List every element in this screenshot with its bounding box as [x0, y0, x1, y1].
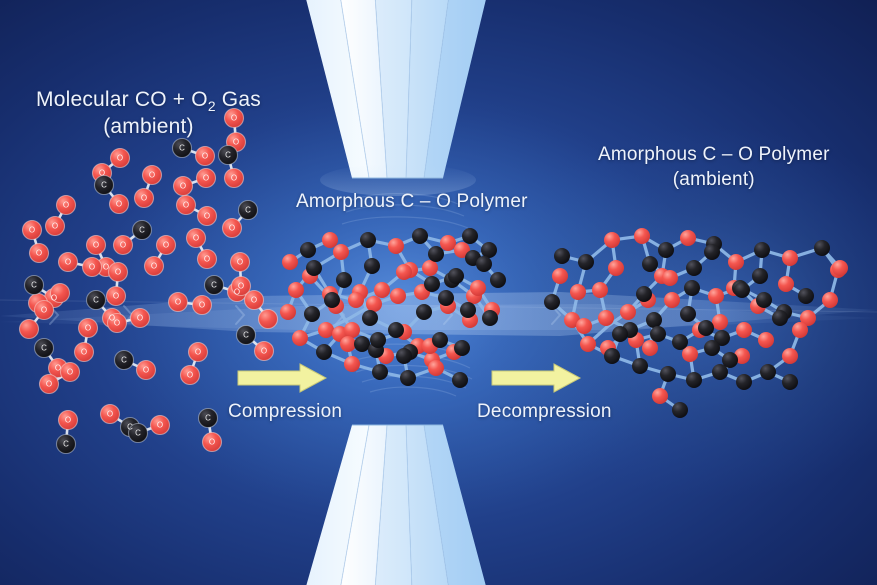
- svg-text:C: C: [127, 423, 133, 432]
- svg-text:O: O: [261, 347, 267, 356]
- svg-text:O: O: [115, 268, 121, 277]
- svg-text:O: O: [231, 174, 237, 183]
- decompression-arrow: [491, 363, 582, 393]
- svg-text:O: O: [46, 380, 52, 389]
- svg-text:O: O: [251, 296, 257, 305]
- svg-text:C: C: [211, 281, 217, 290]
- svg-text:O: O: [103, 263, 109, 272]
- svg-text:O: O: [117, 154, 123, 163]
- compressed-polymer-cluster: [280, 228, 506, 388]
- svg-text:O: O: [143, 366, 149, 375]
- svg-text:C: C: [41, 344, 47, 353]
- svg-text:O: O: [107, 410, 113, 419]
- svg-text:O: O: [175, 298, 181, 307]
- svg-text:O: O: [116, 200, 122, 209]
- svg-text:O: O: [229, 224, 235, 233]
- recovered-polymer-cluster: [544, 228, 848, 418]
- svg-text:O: O: [233, 138, 239, 147]
- svg-text:O: O: [203, 174, 209, 183]
- svg-text:C: C: [63, 440, 69, 449]
- svg-text:C: C: [225, 151, 231, 160]
- svg-text:C: C: [121, 356, 127, 365]
- svg-text:C: C: [31, 281, 37, 290]
- bottom-anvil: [306, 424, 486, 585]
- svg-text:O: O: [89, 263, 95, 272]
- carbon-atom-group: [23, 137, 259, 455]
- svg-text:O: O: [180, 182, 186, 191]
- recovered-node-group: [544, 228, 848, 418]
- svg-text:O: O: [204, 255, 210, 264]
- svg-text:O: O: [65, 416, 71, 425]
- svg-text:O: O: [209, 438, 215, 447]
- svg-text:O: O: [65, 258, 71, 267]
- svg-text:O: O: [51, 294, 57, 303]
- top-anvil: [306, 0, 486, 196]
- svg-text:O: O: [109, 314, 115, 323]
- svg-text:O: O: [151, 262, 157, 271]
- svg-text:O: O: [234, 288, 240, 297]
- svg-text:O: O: [237, 258, 243, 267]
- svg-text:O: O: [120, 241, 126, 250]
- svg-text:C: C: [179, 144, 185, 153]
- svg-text:C: C: [205, 414, 211, 423]
- svg-text:O: O: [52, 222, 58, 231]
- svg-text:C: C: [93, 296, 99, 305]
- svg-text:O: O: [63, 201, 69, 210]
- svg-text:O: O: [36, 249, 42, 258]
- svg-text:O: O: [195, 348, 201, 357]
- oxygen-atom-group: [18, 107, 279, 453]
- atom-symbol-group: OOO OOO OOO OOO OOO OOO OOO OOO OOO OOO …: [29, 114, 267, 449]
- svg-text:C: C: [135, 429, 141, 438]
- svg-text:O: O: [202, 152, 208, 161]
- svg-text:O: O: [163, 241, 169, 250]
- molecular-gas-cluster: OOO OOO OOO OOO OOO OOO OOO OOO OOO OOO …: [18, 107, 279, 455]
- compression-arrow: [237, 363, 328, 393]
- svg-text:O: O: [99, 169, 105, 178]
- svg-text:O: O: [183, 201, 189, 210]
- svg-text:O: O: [204, 212, 210, 221]
- svg-text:O: O: [238, 282, 244, 291]
- svg-text:C: C: [243, 331, 249, 340]
- polymer-node-group: [280, 228, 506, 388]
- svg-text:O: O: [157, 421, 163, 430]
- svg-text:O: O: [141, 194, 147, 203]
- svg-text:O: O: [85, 324, 91, 333]
- svg-text:O: O: [41, 306, 47, 315]
- svg-text:C: C: [245, 206, 251, 215]
- svg-text:C: C: [101, 181, 107, 190]
- svg-text:O: O: [149, 171, 155, 180]
- svg-text:O: O: [29, 226, 35, 235]
- process-arrows: [237, 363, 582, 393]
- svg-text:O: O: [193, 234, 199, 243]
- svg-text:O: O: [113, 292, 119, 301]
- svg-text:C: C: [139, 226, 145, 235]
- svg-text:O: O: [187, 371, 193, 380]
- svg-text:O: O: [67, 368, 73, 377]
- svg-text:O: O: [137, 314, 143, 323]
- svg-text:O: O: [114, 319, 120, 328]
- svg-text:O: O: [55, 364, 61, 373]
- svg-text:O: O: [93, 241, 99, 250]
- svg-text:O: O: [231, 114, 237, 123]
- svg-text:O: O: [81, 348, 87, 357]
- svg-text:O: O: [199, 301, 205, 310]
